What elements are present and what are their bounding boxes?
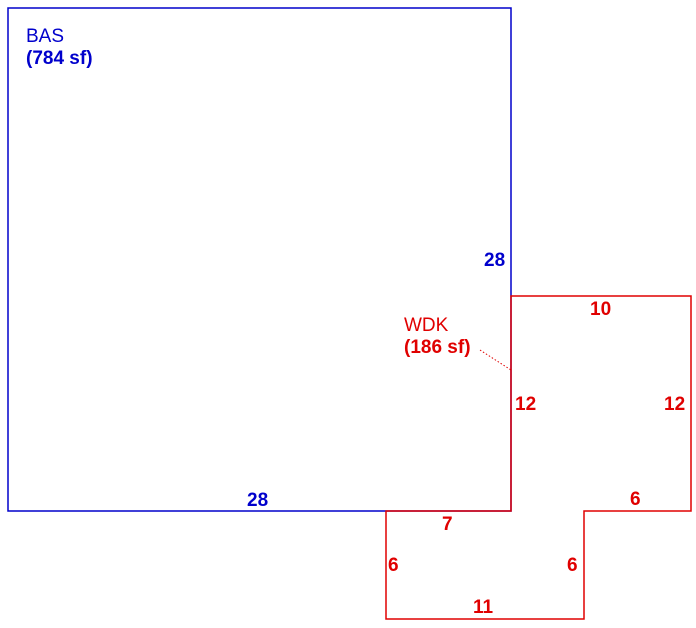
bas-dim-bottom: 28 [247,490,268,511]
wdk-area-label: (186 sf) [404,337,471,358]
wdk-code-label: WDK [404,315,449,336]
bas-outline [7,7,512,512]
bas-area-label: (784 sf) [26,48,93,69]
wdk-dim-bottom: 11 [473,597,494,618]
bas-dim-right: 28 [484,250,505,271]
wdk-dim-step-left: 7 [442,514,453,535]
wdk-label-leader [479,349,512,371]
wdk-dim-top: 10 [590,299,611,320]
wdk-dim-lower-right: 6 [567,555,578,576]
wdk-dim-left-upper: 12 [515,394,536,415]
wdk-outline [385,295,692,620]
wdk-dim-step-right: 6 [630,489,641,510]
wdk-dim-right: 12 [664,394,685,415]
bas-code-label: BAS [26,26,64,47]
wdk-dim-lower-left: 6 [388,555,399,576]
